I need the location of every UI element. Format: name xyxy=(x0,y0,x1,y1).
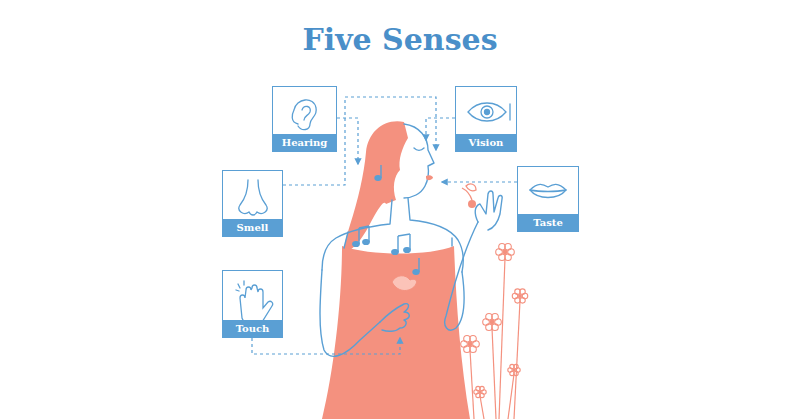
sense-box: Taste xyxy=(517,166,579,232)
sense-label: Taste xyxy=(518,214,578,231)
sense-label: Hearing xyxy=(273,134,336,151)
sense-box: Hearing xyxy=(272,86,337,152)
music-notes xyxy=(353,165,419,274)
diagram-title: Five Senses xyxy=(0,22,800,57)
sense-box: Touch xyxy=(222,270,283,338)
sense-label: Touch xyxy=(223,320,282,337)
sense-box: Smell xyxy=(222,170,283,237)
sense-label: Smell xyxy=(223,219,282,236)
sense-box: Vision xyxy=(455,86,517,152)
sense-label: Vision xyxy=(456,134,516,151)
flowers xyxy=(461,244,528,419)
leader-arrows xyxy=(252,97,517,354)
figure-outline xyxy=(320,124,502,356)
